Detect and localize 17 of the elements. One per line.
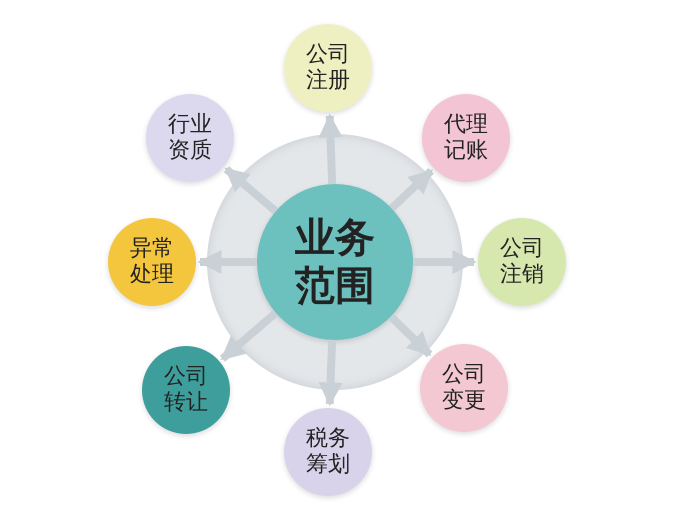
topic-label: 公司变更 [441, 362, 487, 414]
topic-label: 公司注销 [499, 236, 545, 288]
arrow [388, 168, 434, 212]
arrow [224, 166, 278, 214]
topic-label: 税务筹划 [305, 426, 351, 478]
topic-label: 业务范围 [294, 214, 376, 310]
arrow [198, 250, 257, 274]
topic-label: 异常处理 [129, 236, 175, 288]
topic-label: 公司转让 [163, 364, 209, 416]
topic-label: 行业资质 [167, 112, 213, 164]
topic-label: 公司注册 [305, 42, 351, 94]
arrow [220, 310, 278, 362]
arrow [413, 250, 476, 274]
topic-label: 代理记账 [443, 112, 489, 164]
arrow [388, 314, 432, 358]
arrow [318, 340, 343, 406]
arrow [318, 114, 342, 184]
